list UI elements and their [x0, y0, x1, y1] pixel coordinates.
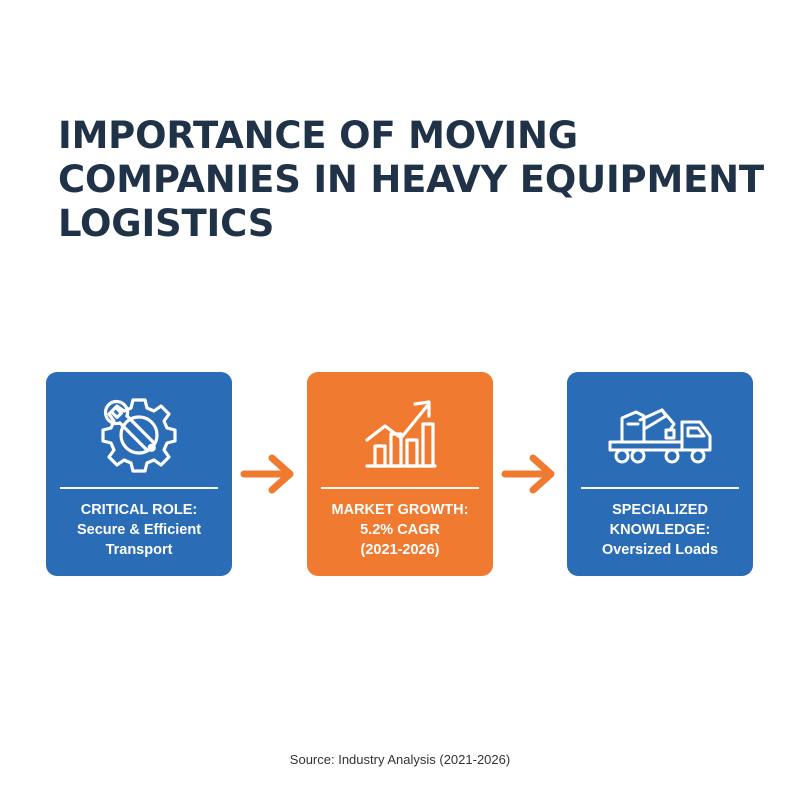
card-text: Secure & Efficient: [76, 522, 202, 538]
arrow-right-icon: [501, 454, 555, 494]
arrow-right-icon: [240, 454, 294, 494]
heavy-truck-icon: [567, 394, 753, 476]
title-line: COMPANIES IN HEAVY EQUIPMENT: [58, 158, 764, 201]
gear-wrench-icon: [46, 394, 232, 476]
card-heading: CRITICAL ROLE:: [80, 502, 198, 518]
card-heading: KNOWLEDGE:: [609, 522, 711, 538]
card-text: Oversized Loads: [601, 542, 719, 558]
card-divider: [321, 487, 479, 489]
title-line: IMPORTANCE OF MOVING: [58, 114, 578, 157]
card-text: (2021-2026): [360, 542, 440, 558]
card-label: SPECIALIZED KNOWLEDGE: Oversized Loads: [571, 500, 749, 560]
critical-role-card: CRITICAL ROLE: Secure & Efficient Transp…: [46, 372, 232, 576]
card-label: MARKET GROWTH: 5.2% CAGR (2021-2026): [311, 500, 489, 560]
specialized-knowledge-card: SPECIALIZED KNOWLEDGE: Oversized Loads: [567, 372, 753, 576]
bar-chart-growth-icon: [307, 394, 493, 476]
page-title: IMPORTANCE OF MOVING COMPANIES IN HEAVY …: [58, 114, 764, 246]
title-line: LOGISTICS: [58, 202, 275, 245]
card-text: Transport: [105, 542, 173, 558]
card-heading: SPECIALIZED: [612, 502, 708, 518]
card-text: 5.2% CAGR: [360, 522, 440, 538]
card-divider: [581, 487, 739, 489]
card-heading: MARKET GROWTH:: [331, 502, 469, 518]
source-note: Source: Industry Analysis (2021-2026): [289, 752, 511, 767]
card-divider: [60, 487, 218, 489]
card-label: CRITICAL ROLE: Secure & Efficient Transp…: [50, 500, 228, 560]
market-growth-card: MARKET GROWTH: 5.2% CAGR (2021-2026): [307, 372, 493, 576]
